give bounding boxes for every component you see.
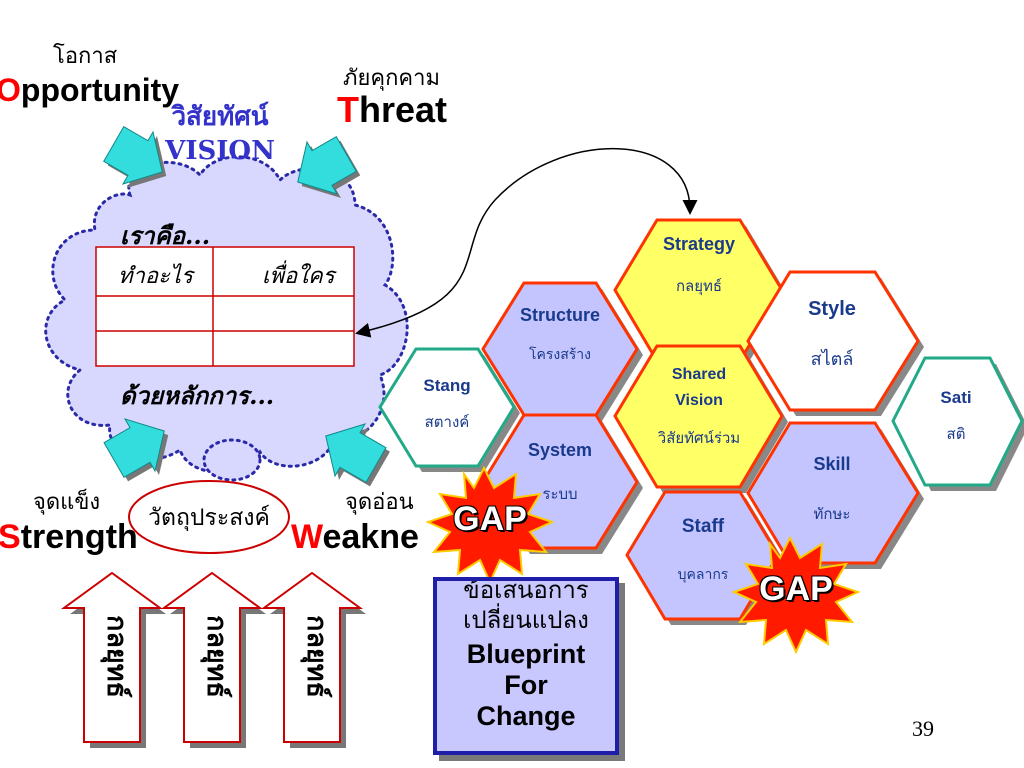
weakness-arrow: [325, 423, 390, 487]
strength-thai: จุดแข็ง: [33, 490, 101, 515]
hex-strategy-title: Strategy: [662, 234, 736, 254]
blueprint-thai-1: ข้อเสนอการ: [463, 577, 589, 604]
threat-arrow: [297, 135, 361, 198]
vision-thai: วิสัยทัศน์: [171, 102, 269, 132]
strategy-arrow-2: [160, 571, 266, 748]
table-header-what: ทำอะไร: [118, 264, 193, 289]
hex-shared-title-1: Shared: [671, 366, 727, 383]
strategy-arrow-label-1: กลยุทธ์: [101, 615, 132, 698]
hex-skill-sub: ทักษะ: [813, 505, 851, 523]
hex-system-sub: ระบบ: [542, 485, 578, 503]
hex-staff-title: Staff: [681, 516, 725, 537]
cloud-footer: ด้วยหลักการ...: [120, 381, 275, 410]
hex-style: [746, 270, 920, 412]
hex-strategy-sub: กลยุทธ์: [675, 277, 723, 295]
hex-structure-title: Structure: [519, 305, 600, 325]
strength-arrow: [103, 418, 169, 482]
hex-style-sub: สไตล์: [810, 349, 854, 370]
hex-structure-sub: โครงสร้าง: [528, 347, 591, 363]
page-number: 39: [912, 716, 934, 741]
hex-sati-sub: สติ: [946, 425, 966, 443]
threat-thai: ภัยคุกคาม: [343, 66, 441, 91]
blueprint-thai-2: เปลี่ยนแปลง: [463, 606, 589, 634]
opportunity-label: Opportunity: [0, 72, 180, 108]
opportunity-arrow: [103, 125, 167, 188]
threat-label: Threat: [337, 89, 448, 130]
vision-en: VISION: [165, 136, 275, 166]
cloud-heading: เราคือ...: [120, 221, 211, 250]
hex-skill: [746, 421, 920, 565]
blueprint-box: ข้อเสนอการ เปลี่ยนแปลง Blueprint For Cha…: [433, 577, 619, 755]
hex-stang: [378, 347, 516, 468]
gap-label-1: GAP: [453, 500, 527, 538]
gap-burst-2: [731, 535, 861, 655]
what-who-table: [95, 246, 355, 367]
hex-stang-sub: สตางค์: [424, 413, 470, 431]
gap-label-2: GAP: [759, 570, 833, 608]
blueprint-en-3: Change: [476, 701, 576, 731]
hex-shared-vision: [613, 344, 784, 489]
hex-sati: [891, 356, 1024, 487]
objective-label: วัตถุประสงค์: [148, 505, 270, 531]
hex-stang-title: Stang: [423, 376, 471, 395]
strategy-connector: [355, 148, 691, 338]
table-header-who: เพื่อใคร: [262, 264, 335, 289]
hex-sati-title: Sati: [940, 388, 972, 407]
strategy-arrow-3: [260, 571, 366, 748]
strategy-arrow-label-2: กลยุทธ์: [201, 615, 232, 698]
hex-system-title: System: [527, 440, 593, 460]
hex-shared-sub: วิสัยทัศน์ร่วม: [657, 429, 741, 447]
blueprint-en-1: Blueprint: [466, 639, 586, 669]
weakness-thai: จุดอ่อน: [345, 490, 414, 515]
hex-staff: [625, 490, 780, 621]
hex-style-title: Style: [808, 298, 856, 320]
hex-shared-title-2: Vision: [675, 392, 723, 409]
opportunity-thai: โอกาส: [53, 44, 118, 69]
hex-staff-sub: บุคลากร: [677, 567, 729, 583]
weakness-label: Weakne: [291, 518, 419, 556]
blueprint-en-2: For: [504, 670, 548, 700]
strategy-arrow-1: [60, 571, 166, 748]
objective-ellipse: [128, 480, 290, 554]
strategy-arrow-label-3: กลยุทธ์: [301, 615, 332, 698]
hex-skill-title: Skill: [813, 454, 851, 474]
strength-label: Strength: [0, 518, 138, 556]
